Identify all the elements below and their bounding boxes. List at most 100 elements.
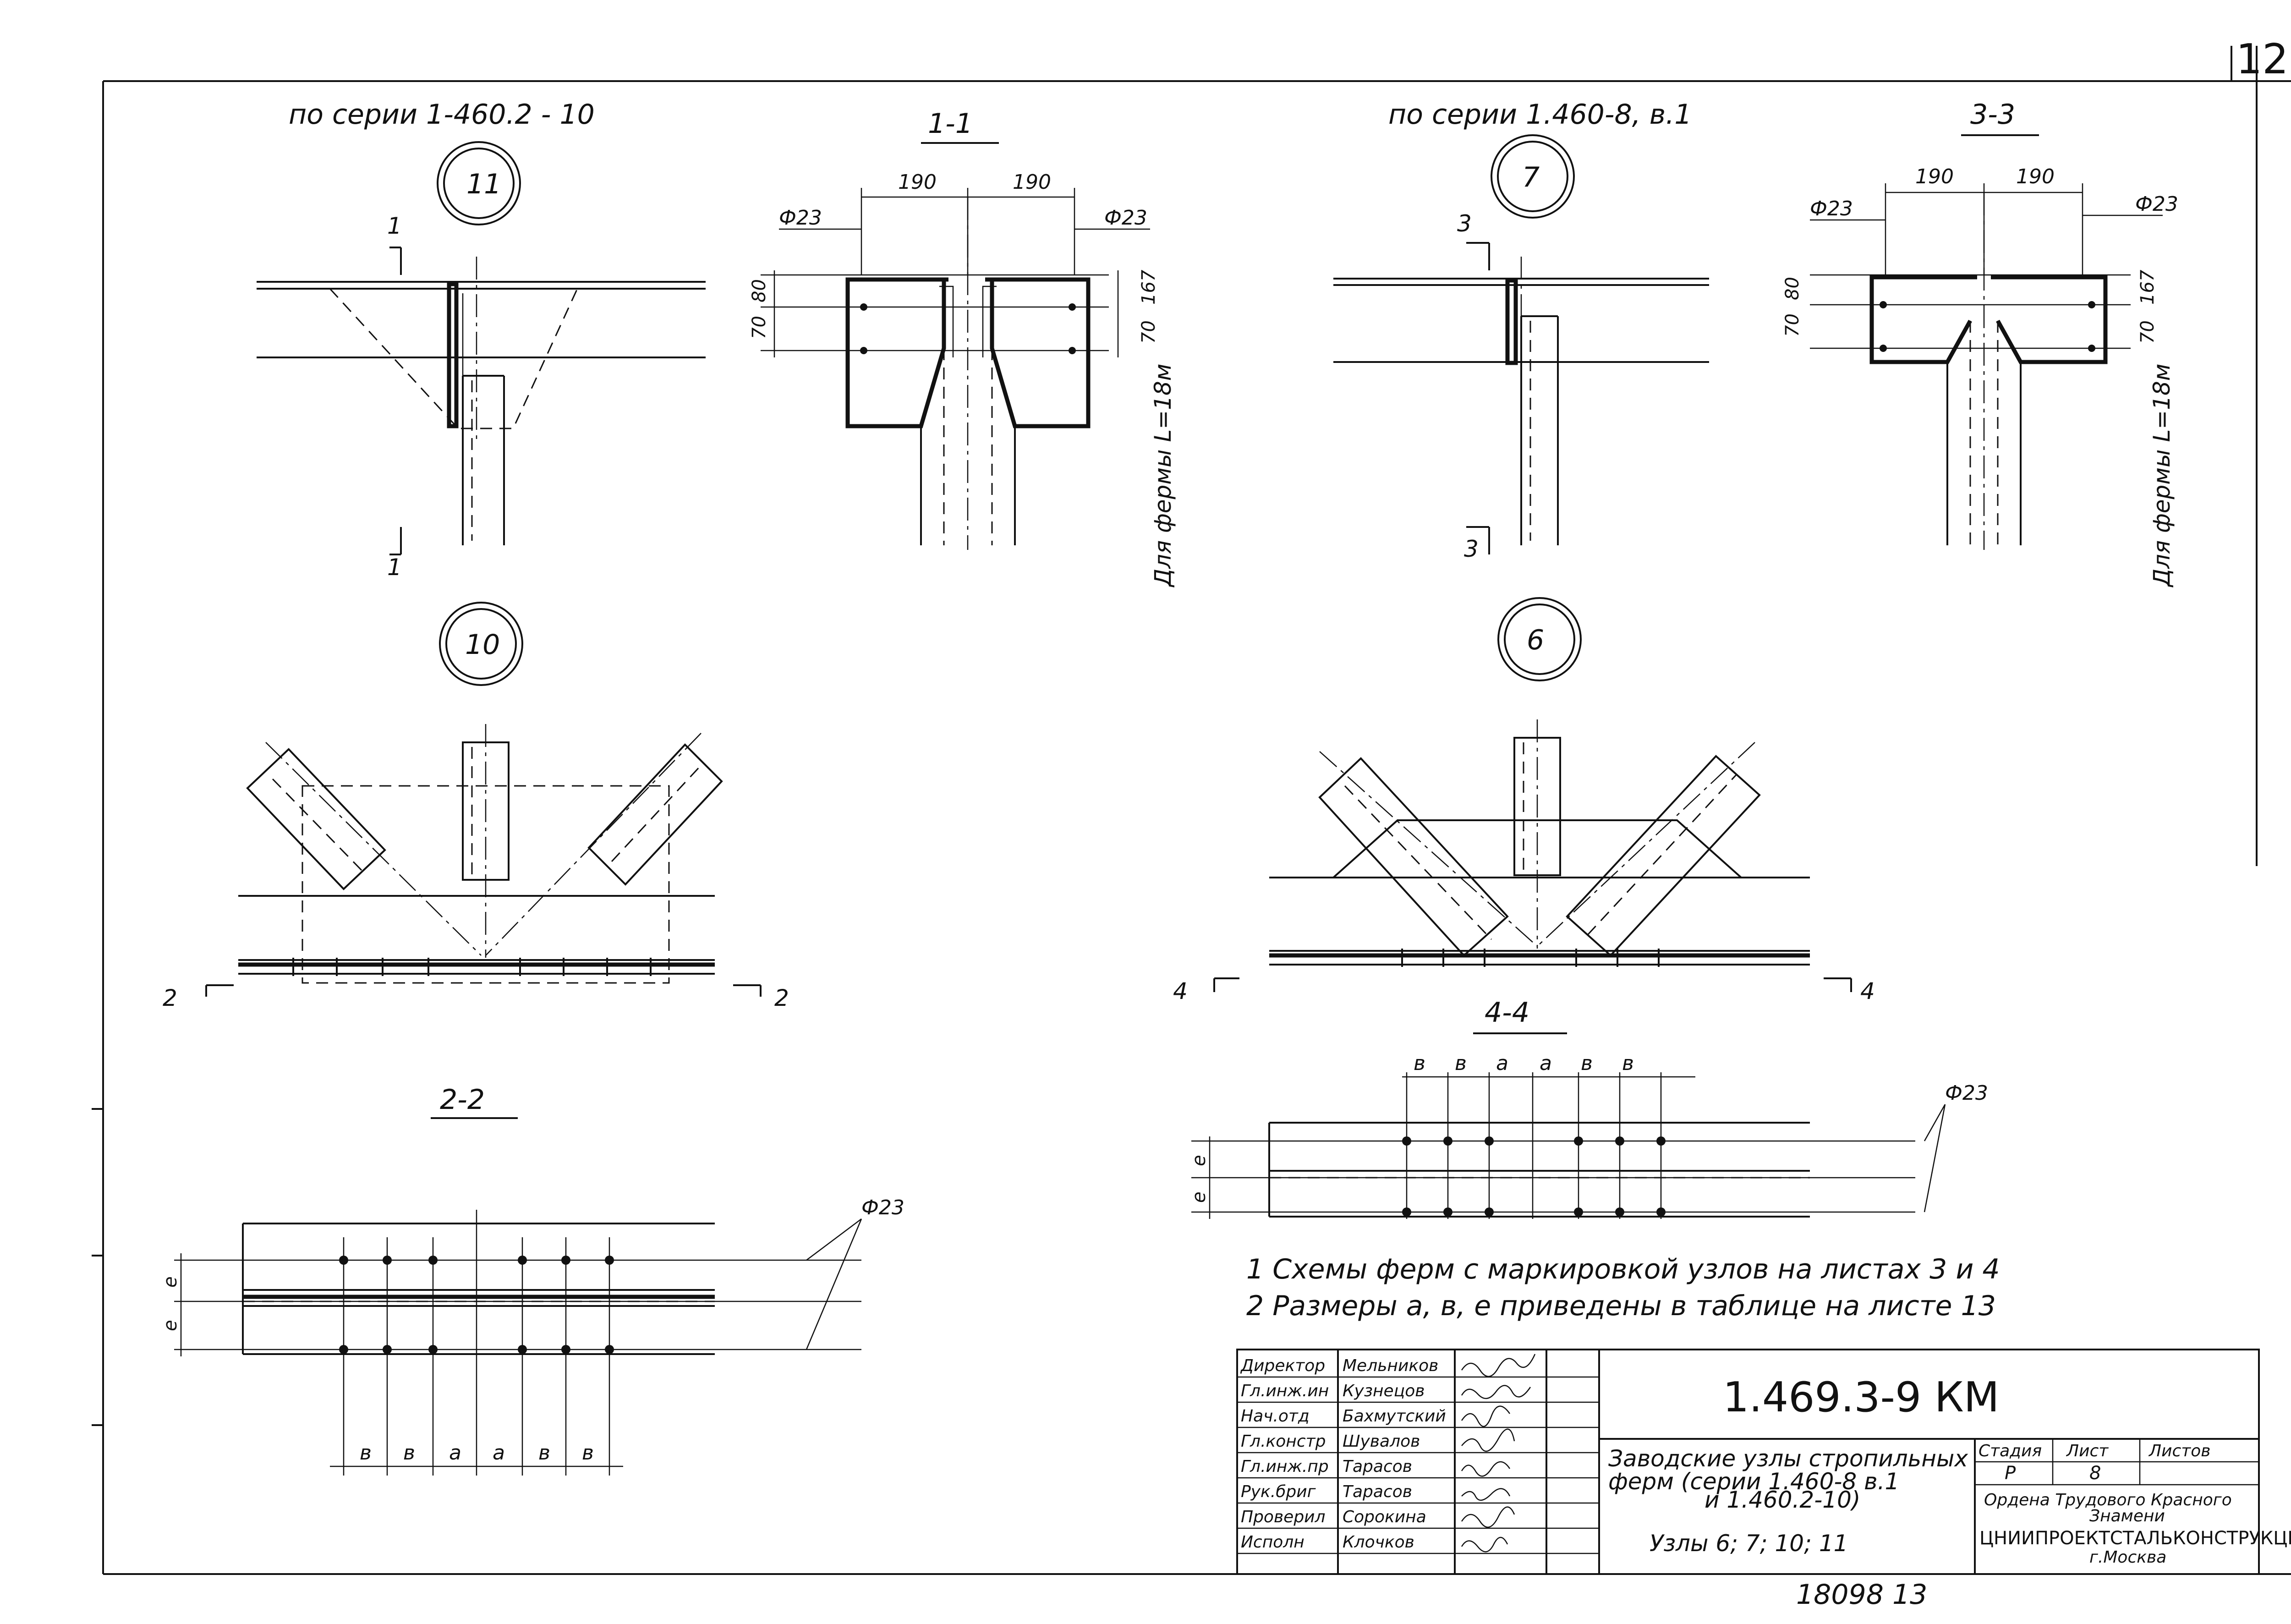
spacing-4-4-5: в: [1581, 1052, 1593, 1075]
description-line-1: Заводские узлы стропильных: [1608, 1445, 1968, 1472]
stage-value: Р: [2005, 1463, 2016, 1484]
section-mark-4-right: 4: [1860, 978, 1875, 1004]
note-1: 1 Схемы ферм с маркировкой узлов на лист…: [1246, 1253, 2000, 1285]
node-10-detail: 10 2 2: [163, 602, 789, 1011]
spacing-4-4-6: в: [1622, 1052, 1634, 1075]
name-4: Тарасов: [1343, 1457, 1412, 1476]
org-line-3: ЦНИИПРОЕКТСТАЛЬКОНСТРУКЦИЯ: [1979, 1528, 2291, 1549]
series-label-left: по серии 1-460.2 - 10: [289, 99, 595, 131]
sheet-value: 8: [2089, 1463, 2101, 1484]
spacing-4-4-3: а: [1496, 1052, 1508, 1075]
node-6-detail: 6 4 4: [1173, 597, 1875, 1004]
org-line-1: Ордена Трудового Красного: [1984, 1491, 2232, 1509]
description-line-3: и 1.460.2-10): [1705, 1487, 1860, 1513]
node-11-circle: [437, 141, 521, 225]
name-2: Бахмутский: [1343, 1407, 1446, 1426]
name-6: Сорокина: [1343, 1508, 1426, 1526]
role-3: Гл.констр: [1241, 1432, 1326, 1451]
role-4: Гл.инж.пр: [1241, 1457, 1329, 1476]
section-mark-4-left: 4: [1173, 978, 1188, 1004]
spacing-4-4-2: в: [1455, 1052, 1467, 1075]
doc-code: 1.469.3-9 КМ: [1723, 1373, 1999, 1421]
spacing-2-2-1: в: [360, 1441, 372, 1465]
section-3-3: 3-3 190 190 Ф23 Ф23 70 80 167 70 Для фер…: [1782, 99, 2178, 587]
org-line-2: Знамени: [2089, 1507, 2165, 1525]
node-7-detail: 7 3 3: [1333, 134, 1709, 562]
edge-label-4-4-top: е: [1189, 1155, 1210, 1166]
section-4-4: 4-4 в в а а в в е е Ф23: [1189, 997, 1988, 1219]
dim-190-left: 190: [898, 170, 937, 194]
role-2: Нач.отд: [1241, 1407, 1310, 1426]
section-4-4-title: 4-4: [1485, 997, 1529, 1029]
node-11-detail: 11 1 1: [257, 141, 706, 581]
spacing-4-4-1: в: [1414, 1052, 1425, 1075]
node-10-number: 10: [465, 629, 500, 661]
section-mark-3-top: 3: [1457, 210, 1472, 237]
dim-190-right-33: 190: [2016, 165, 2055, 188]
edge-label-2-2-bottom: е: [160, 1320, 181, 1331]
rebar-label-left: Ф23: [779, 206, 822, 230]
section-mark-1-bottom: 1: [387, 554, 402, 581]
role-5: Рук.бриг: [1241, 1482, 1316, 1501]
rebar-label-right-33: Ф23: [2135, 192, 2178, 216]
section-mark-2-right: 2: [774, 985, 789, 1011]
rebar-label-left-33: Ф23: [1810, 197, 1853, 220]
role-6: Проверил: [1241, 1508, 1326, 1526]
signature-marks: [1461, 1354, 1536, 1553]
sheet-header: Лист: [2066, 1442, 2109, 1460]
dim-80-left: 80: [749, 279, 770, 302]
rebar-label-4-4: Ф23: [1945, 1081, 1988, 1105]
section-mark-3-bottom: 3: [1464, 536, 1479, 562]
dim-70-right: 70: [1138, 320, 1159, 344]
dim-190-right: 190: [1013, 170, 1051, 194]
rebar-label-right: Ф23: [1104, 206, 1147, 230]
node-11-number: 11: [466, 168, 501, 200]
dim-190-left-33: 190: [1915, 165, 1954, 188]
dim-70-left: 70: [749, 316, 770, 339]
section-1-1-title: 1-1: [928, 108, 973, 140]
name-3: Шувалов: [1343, 1432, 1420, 1451]
section-2-2-title: 2-2: [440, 1084, 485, 1116]
inventory-number: 18098 13: [1796, 1579, 1927, 1611]
dim-167-right-33: 167: [2137, 269, 2158, 305]
truss-note-3-3: Для фермы L=18м: [2148, 364, 2175, 587]
section-mark-2-left: 2: [163, 985, 177, 1011]
role-0: Директор: [1240, 1356, 1325, 1375]
node-7-number: 7: [1522, 161, 1540, 193]
truss-note-1-1: Для фермы L=18м: [1150, 364, 1176, 587]
series-label-right: по серии 1.460-8, в.1: [1388, 99, 1692, 131]
rebar-label-2-2: Ф23: [861, 1196, 904, 1219]
nodes-line: Узлы 6; 7; 10; 11: [1650, 1530, 1848, 1557]
section-1-1: 1-1 190 190 Ф23 Ф23 70 80 167 70: [749, 108, 1176, 587]
edge-label-4-4-bottom: е: [1189, 1191, 1210, 1203]
role-1: Гл.инж.ин: [1241, 1382, 1329, 1400]
dim-70-right-33: 70: [2137, 320, 2158, 344]
node-6-number: 6: [1527, 624, 1544, 656]
spacing-2-2-6: в: [582, 1441, 594, 1465]
name-7: Клочков: [1343, 1533, 1414, 1552]
spacing-2-2-2: в: [403, 1441, 415, 1465]
dim-80-left-33: 80: [1782, 277, 1803, 300]
role-7: Исполн: [1241, 1533, 1304, 1552]
spacing-2-2-4: а: [493, 1441, 505, 1465]
name-5: Тарасов: [1343, 1482, 1412, 1501]
stage-header: Стадия: [1979, 1442, 2042, 1460]
sheet-frame: [92, 46, 2291, 1575]
section-mark-1-top: 1: [387, 213, 402, 239]
spacing-4-4-4: а: [1540, 1052, 1552, 1075]
spacing-2-2-3: а: [449, 1441, 461, 1465]
edge-label-2-2-top: е: [160, 1276, 181, 1288]
section-2-2: 2-2 е е в в а а в в Ф23: [160, 1084, 904, 1476]
name-1: Кузнецов: [1343, 1382, 1425, 1400]
spacing-2-2-5: в: [538, 1441, 550, 1465]
sheet-corner-number: 12: [2236, 35, 2289, 83]
note-2: 2 Размеры а, в, е приведены в таблице на…: [1246, 1290, 1996, 1322]
title-block: Директор Гл.инж.ин Нач.отд Гл.констр Гл.…: [1236, 1349, 2291, 1575]
name-0: Мельников: [1343, 1356, 1438, 1375]
org-line-4: г.Москва: [2089, 1548, 2166, 1567]
dim-70-left-33: 70: [1782, 313, 1803, 337]
dim-167-right: 167: [1138, 269, 1159, 305]
description-line-2: ферм (серии 1.460-8 в.1: [1608, 1468, 1899, 1495]
section-3-3-title: 3-3: [1970, 99, 2015, 131]
